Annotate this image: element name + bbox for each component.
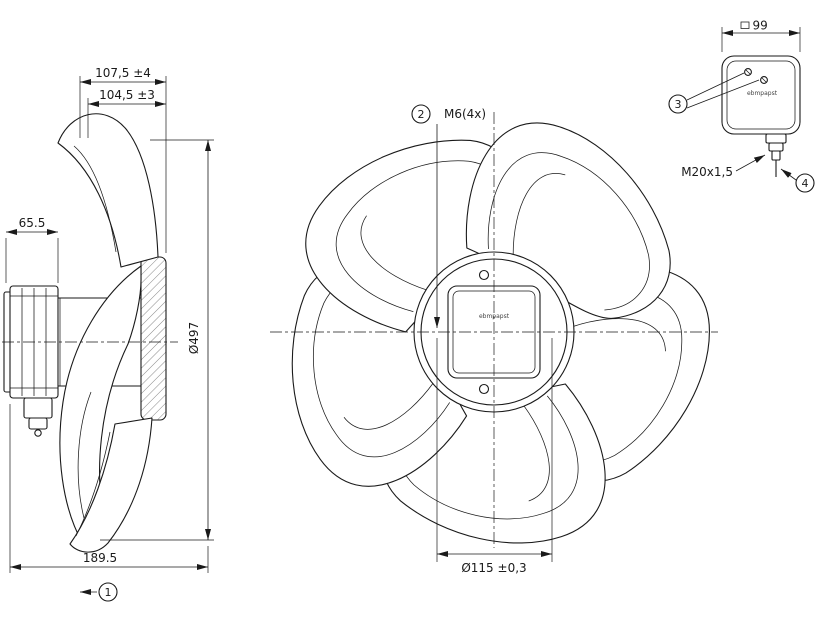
- callout-3-text: 3: [675, 98, 682, 111]
- callout-4-text: 4: [802, 177, 809, 190]
- motor: [3, 285, 59, 437]
- callout-3: 3: [668, 72, 760, 114]
- mount-screw-bottom: [478, 383, 490, 395]
- front-centerlines: [270, 112, 718, 548]
- callout-4: 4: [780, 168, 815, 193]
- dim-pitch-circle: Ø115 ±0,3: [436, 338, 553, 575]
- terminal-box-outline: [721, 55, 801, 135]
- mount-screw-top: [478, 269, 490, 281]
- terminal-box-brand: ebmpapst: [747, 90, 778, 97]
- callout-4-circle: [795, 173, 815, 193]
- mount-holes-text: M6(4x): [444, 107, 486, 121]
- dim-pitch-circle-text: Ø115 ±0,3: [461, 561, 526, 575]
- cable-gland: [765, 133, 787, 177]
- dim-motor-length: 65.5: [5, 216, 59, 283]
- terminal-box-detail: ebmpapst 99 3 M20x1,5: [668, 19, 815, 193]
- callout-1-text: 1: [105, 586, 112, 599]
- dim-overall-length: 189.5: [9, 404, 209, 573]
- dim-motor-length-text: 65.5: [19, 216, 46, 230]
- lid-screws: [744, 68, 768, 84]
- dim-box-width: 99: [721, 19, 801, 52]
- gland-tip-side: [34, 429, 42, 437]
- callout-3-circle: [668, 94, 688, 114]
- front-view: ebmpapst M6(4x) 2 Ø115 ±0,3: [270, 87, 753, 581]
- callout-2-circle: [411, 104, 431, 124]
- dim-depth-total: 107,5 ±4: [79, 66, 167, 253]
- side-view: 107,5 ±4 104,5 ±3 65.5 Ø497 189.5: [2, 66, 214, 602]
- dim-overall-length-text: 189.5: [83, 551, 117, 565]
- cable-gland-text: M20x1,5: [681, 165, 733, 179]
- gland-side: [28, 417, 48, 430]
- label-cable-gland: M20x1,5: [681, 154, 766, 179]
- dim-fan-diameter-text: Ø497: [187, 322, 201, 354]
- square-symbol: [740, 21, 750, 29]
- terminal-box-lid: [726, 60, 796, 130]
- dim-depth-total-text: 107,5 ±4: [95, 66, 151, 80]
- terminal-box-side: [23, 397, 53, 419]
- callout-1: 1: [80, 582, 118, 602]
- mounting-flange: [140, 256, 167, 421]
- dim-fan-diameter: Ø497: [100, 139, 214, 541]
- callout-1-circle: [98, 582, 118, 602]
- dim-box-width-text: 99: [753, 19, 768, 33]
- dim-depth-flange-text: 104,5 ±3: [99, 88, 155, 102]
- callout-2-text: 2: [418, 108, 425, 121]
- dim-depth-flange: 104,5 ±3: [87, 88, 166, 138]
- label-mount-holes: M6(4x) 2: [411, 104, 486, 328]
- impeller-blades-side: [57, 113, 159, 553]
